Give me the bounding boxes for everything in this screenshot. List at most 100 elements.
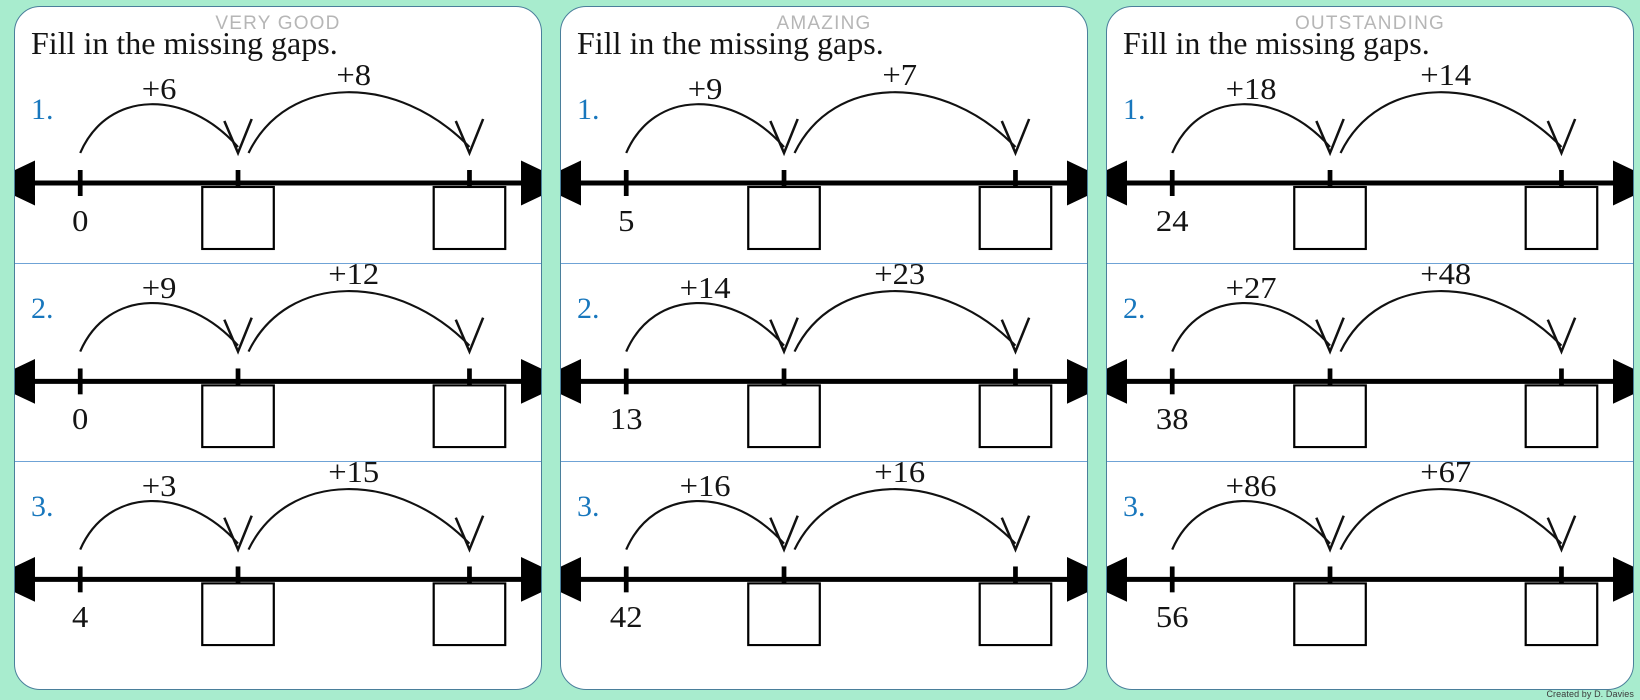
jump-arrowhead-2 — [1000, 317, 1031, 355]
number-line-diagram: +9 +12 0 — [15, 264, 541, 461]
answer-box-1[interactable] — [201, 185, 275, 251]
problem-number: 1. — [31, 93, 54, 126]
answer-box-2[interactable] — [978, 384, 1053, 449]
answer-box-1[interactable] — [201, 384, 275, 449]
jump-arc-1 — [1171, 302, 1331, 352]
jump-label-1: +86 — [1226, 469, 1277, 503]
start-value: 4 — [72, 600, 88, 634]
jump-arrowhead-1 — [1315, 317, 1345, 355]
jump-arc-1 — [625, 500, 785, 550]
jump-arrowhead-1 — [1315, 515, 1345, 553]
jump-arrowhead-2 — [1546, 515, 1577, 553]
number-line-diagram: +9 +7 5 — [561, 65, 1087, 263]
problem-row: 2. +14 +23 13 — [561, 263, 1087, 461]
number-line-diagram: +3 +15 4 — [15, 462, 541, 659]
start-value: 42 — [610, 600, 643, 634]
jump-arrowhead-2 — [1000, 515, 1031, 553]
number-line-diagram: +18 +14 24 — [1107, 65, 1633, 263]
jump-label-2: +14 — [1420, 65, 1471, 92]
problem-row: 3. +3 +15 4 — [15, 461, 541, 659]
jump-arrowhead-2 — [454, 118, 485, 157]
problem-row: 2. +9 +12 0 — [15, 263, 541, 461]
jump-label-1: +18 — [1226, 72, 1277, 106]
panel-title: Fill in the missing gaps. — [577, 25, 884, 61]
number-line-diagram: +86 +67 56 — [1107, 462, 1633, 659]
jump-label-2: +8 — [336, 65, 371, 92]
jump-label-1: +9 — [142, 271, 177, 305]
jump-arc-2 — [247, 91, 471, 154]
jump-arrowhead-1 — [223, 317, 253, 355]
answer-box-1[interactable] — [1293, 384, 1367, 449]
jump-label-2: +23 — [874, 264, 925, 291]
answer-box-2[interactable] — [1524, 384, 1599, 449]
problem-row: 1. +9 +7 5 — [561, 65, 1087, 263]
answer-box-1[interactable] — [201, 582, 275, 647]
problem-number: 1. — [1123, 93, 1146, 126]
answer-box-2[interactable] — [978, 582, 1053, 647]
problem-rows: 1. +9 +7 5 — [561, 65, 1087, 685]
problem-number: 1. — [577, 93, 600, 126]
jump-arc-1 — [625, 302, 785, 352]
jump-arrowhead-2 — [1000, 118, 1031, 157]
answer-box-2[interactable] — [432, 384, 507, 449]
jump-label-2: +12 — [328, 264, 379, 291]
problem-row: 3. +86 +67 56 — [1107, 461, 1633, 659]
answer-box-2[interactable] — [432, 185, 507, 251]
answer-box-2[interactable] — [1524, 582, 1599, 647]
jump-label-1: +27 — [1226, 271, 1277, 305]
jump-label-2: +15 — [328, 462, 379, 489]
jump-arc-1 — [1171, 500, 1331, 550]
jump-arrowhead-2 — [454, 317, 485, 355]
number-line-diagram: +16 +16 42 — [561, 462, 1087, 659]
panel-title: Fill in the missing gaps. — [1123, 25, 1430, 61]
panel-award-label: VERY GOOD — [215, 13, 341, 34]
start-value: 38 — [1156, 402, 1189, 436]
problem-number: 3. — [577, 490, 600, 523]
jump-arc-2 — [247, 488, 471, 550]
start-value: 0 — [72, 204, 88, 238]
footer-credit: Created by D. Davies — [1546, 689, 1634, 699]
jump-label-1: +14 — [680, 271, 731, 305]
number-line-diagram: +14 +23 13 — [561, 264, 1087, 461]
jump-label-1: +3 — [142, 469, 177, 503]
problem-row: 2. +27 +48 38 — [1107, 263, 1633, 461]
jump-arrowhead-1 — [769, 118, 799, 157]
jump-arc-1 — [79, 103, 239, 154]
jump-arrowhead-2 — [1546, 118, 1577, 157]
jump-arrowhead-2 — [454, 515, 485, 553]
jump-label-1: +6 — [142, 72, 177, 106]
jump-arrowhead-1 — [769, 317, 799, 355]
jump-arc-1 — [1171, 103, 1331, 154]
jump-arc-1 — [79, 302, 239, 352]
start-value: 5 — [618, 204, 634, 238]
problem-row: 1. +18 +14 24 — [1107, 65, 1633, 263]
panel-award-label: AMAZING — [776, 13, 872, 34]
jump-label-1: +9 — [688, 72, 723, 106]
jump-arc-2 — [793, 290, 1017, 352]
jump-arc-2 — [1339, 488, 1563, 550]
answer-box-1[interactable] — [747, 185, 821, 251]
jump-arrowhead-1 — [1315, 118, 1345, 157]
answer-box-2[interactable] — [432, 582, 507, 647]
jump-arrowhead-1 — [223, 118, 253, 157]
answer-box-1[interactable] — [747, 582, 821, 647]
answer-box-1[interactable] — [1293, 185, 1367, 251]
answer-box-1[interactable] — [747, 384, 821, 449]
answer-box-2[interactable] — [1524, 185, 1599, 251]
start-value: 56 — [1156, 600, 1189, 634]
problem-number: 2. — [577, 292, 600, 325]
answer-box-2[interactable] — [978, 185, 1053, 251]
number-line-diagram: +6 +8 0 — [15, 65, 541, 263]
start-value: 24 — [1156, 204, 1189, 238]
jump-arc-2 — [247, 290, 471, 352]
jump-arrowhead-1 — [223, 515, 253, 553]
problem-rows: 1. +6 +8 0 — [15, 65, 541, 685]
problem-row: 1. +6 +8 0 — [15, 65, 541, 263]
start-value: 13 — [610, 402, 643, 436]
problem-rows: 1. +18 +14 24 — [1107, 65, 1633, 685]
answer-box-1[interactable] — [1293, 582, 1367, 647]
